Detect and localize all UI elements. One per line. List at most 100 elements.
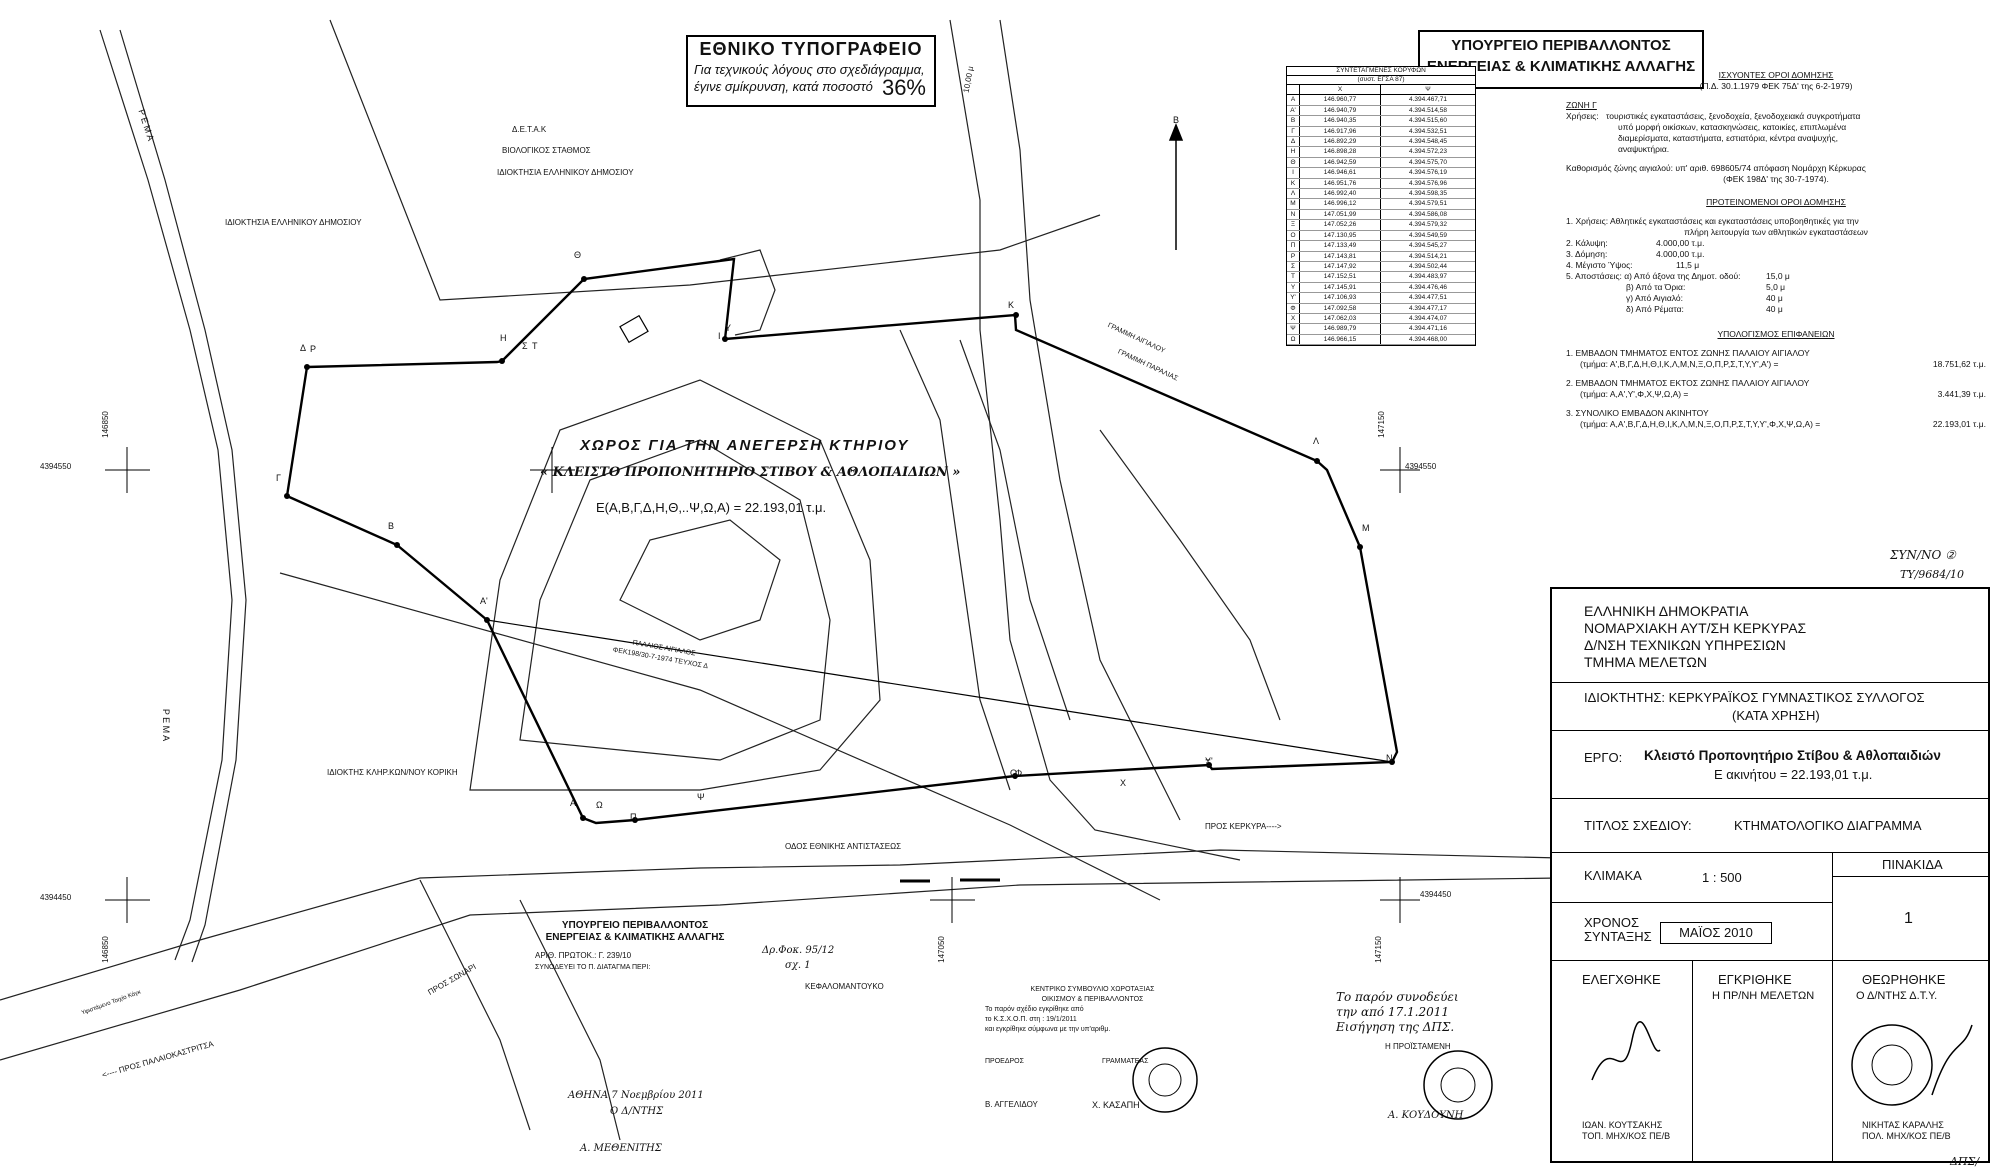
kentro-1: ΚΕΝΤΡΙΚΟ ΣΥΜΒΟΥΛΙΟ ΧΩΡΟΤΑΞΙΑΣ [1030, 986, 1155, 993]
doc-ref-1: ΣΥΝ/ΝΟ ② [1890, 548, 1956, 562]
vertex-x: 146.992,40 [1300, 189, 1381, 199]
vertex-name: N [1287, 209, 1300, 220]
road-bottom-edge [0, 877, 1561, 1061]
proposed-2: 2. Κάλυψη: [1566, 238, 1608, 248]
label-idio3: ΙΔΙΟΚΤΗΣ ΚΛΗΡ.ΚΩΝ/ΝΟΥ ΚΟΡΙΚΗ [327, 768, 458, 777]
project-label: ΕΡΓΟ: [1584, 750, 1623, 765]
vertex-y: 4.394.483,97 [1409, 273, 1447, 281]
vertex-name: K [1287, 178, 1300, 189]
drawing-label: ΤΙΤΛΟΣ ΣΧΕΔΙΟΥ: [1584, 818, 1692, 833]
vertex-name: Φ [1287, 303, 1300, 313]
vertex-label: Δ [300, 343, 307, 353]
vertex-x: 146.946,61 [1300, 168, 1381, 178]
vertex-y: 4.394.549,59 [1409, 231, 1447, 239]
vertex-name: Γ [1287, 126, 1300, 137]
vertex-name: Θ [1287, 157, 1300, 168]
proposed-3: 3. Δόμηση: [1566, 249, 1608, 259]
vertex-name: Ψ [1287, 324, 1300, 334]
ministry-stamp-bottom: ΥΠΟΥΡΓΕΙΟ ΠΕΡΙΒΑΛΛΟΝΤΟΣ ΕΝΕΡΓΕΙΑΣ & ΚΛΙΜ… [535, 920, 735, 974]
contour [1099, 429, 1281, 721]
reviewed-sub: Ο Δ/ΝΤΗΣ Δ.Τ.Υ. [1856, 990, 1938, 1002]
coord-subtitle: (συστ. ΕΓΣΑ 87) [1287, 76, 1475, 85]
vertex-y: 4.394.572,23 [1409, 148, 1447, 156]
sig3-title: ΠΟΛ. ΜΗΧ/ΚΟΣ ΠΕ/Β [1862, 1131, 1951, 1141]
athens-title: Ο Δ/ΝΤΗΣ [610, 1106, 664, 1117]
vertex-name: Ω [1287, 334, 1300, 345]
coord-header: X Ψ [1287, 85, 1475, 96]
approved-label: ΕΓΚΡΙΘΗΚΕ [1718, 972, 1792, 987]
vertex-name: P [1287, 251, 1300, 261]
area-3b: (τμήμα: Α,Α',Β,Γ,Δ,Η,Θ,Ι,Κ,Λ,Μ,Ν,Ξ,Ο,Π,Ρ… [1580, 419, 1821, 429]
kentro-3: Το παρόν σχέδιο εγκρίθηκε από [985, 1006, 1084, 1013]
coast-line [949, 19, 1241, 861]
label-c2: 4394550 [1405, 462, 1437, 471]
label-rema2: Ρ Ε Μ Α [161, 708, 172, 742]
vertex-y: 4.394.532,51 [1409, 127, 1447, 135]
proedros: ΠΡΟΕΔΡΟΣ [985, 1058, 1024, 1065]
drawing-title: ΚΤΗΜΑΤΟΛΟΓΙΚΟ ΔΙΑΓΡΑΜΜΑ [1734, 818, 1922, 833]
vertex-y: 4.394.576,19 [1409, 169, 1447, 177]
old-shoreline [279, 572, 1161, 901]
vertex-x: 147.130,95 [1300, 230, 1381, 241]
vertex-x: 146.942,59 [1300, 157, 1381, 168]
time-label-2: ΣΥΝΤΑΞΗΣ [1584, 929, 1652, 944]
signature-1 [1591, 1021, 1661, 1081]
vertex-y: 4.394.514,58 [1409, 106, 1447, 114]
org-4: ΤΜΗΜΑ ΜΕΛΕΤΩΝ [1584, 654, 1708, 670]
ministry-line2: ΕΝΕΡΓΕΙΑΣ & ΚΛΙΜΑΤΙΚΗΣ ΑΛΛΑΓΗΣ [1426, 58, 1696, 75]
vertex-label: A [570, 798, 577, 808]
vertex-y: 4.394.468,00 [1409, 335, 1447, 343]
vertex-label: Θ [574, 250, 582, 260]
ministry-bottom-2: ΕΝΕΡΓΕΙΑΣ & ΚΛΙΜΑΤΙΚΗΣ ΑΛΛΑΓΗΣ [545, 932, 725, 943]
vertex-name: Y [1287, 282, 1300, 293]
x-kasapi: Χ. ΚΑΣΑΠΗ [1092, 1100, 1140, 1110]
proposed-1b: πλήρη λειτουργία των αθλητικών εγκαταστά… [1684, 227, 1868, 237]
label-north: Β [1173, 115, 1180, 125]
area-1b: (τμήμα: Α',Β,Γ,Δ,Η,Θ,Ι,Κ,Λ,Μ,Ν,Ξ,Ο,Π,Ρ,Σ… [1580, 359, 1779, 369]
label-kerkyra: ΠΡΟΣ ΚΕΡΚΥΡΑ----> [1205, 822, 1282, 831]
label-kefalo: ΚΕΦΑΛΟΜΑΝΤΟΥΚΟ [805, 982, 884, 991]
stream-right-bank [119, 29, 247, 963]
label-c4: 4394450 [1420, 890, 1452, 899]
round-seal-icon [1132, 1047, 1198, 1113]
vertex-label: I [718, 331, 721, 341]
uses-2: υπό μορφή οικίσκων, κατασκηνώσεις, κατοι… [1618, 122, 1847, 132]
a-koudouni: Α. ΚΟΥΔΟΥΝΗ [1388, 1110, 1464, 1121]
vertex-y: 4.394.579,51 [1409, 200, 1447, 208]
label-detak: Δ.Ε.Τ.Α.Κ [512, 125, 547, 134]
uses-1: τουριστικές εγκαταστάσεις, ξενοδοχεία, ξ… [1606, 111, 1861, 121]
owner-label: ΙΔΙΟΚΤΗΤΗΣ: [1584, 690, 1665, 705]
vertex-name: H [1287, 147, 1300, 157]
vertex-y: 4.394.579,32 [1409, 221, 1447, 229]
existing-title: ΙΣΧΥΟΝΤΕΣ ΟΡΟΙ ΔΟΜΗΣΗΣ [1718, 70, 1834, 80]
building-title-2: « ΚΛΕΙΣΤΟ ΠΡΟΠΟΝΗΤΗΡΙΟ ΣΤΙΒΟΥ & ΑΘΛΟΠΑΙΔ… [540, 465, 961, 480]
fok-2: σχ. 1 [785, 960, 811, 971]
coast-line-2 [999, 19, 1181, 821]
protocol: ΑΡΙΘ. ΠΡΩΤΟΚ.: Γ. 239/10 [535, 951, 632, 960]
vertex-name: B [1287, 116, 1300, 126]
vertex-label: Ξ [1205, 758, 1211, 768]
vertex-name: A [1287, 95, 1300, 105]
scale-label: ΚΛΙΜΑΚΑ [1584, 868, 1642, 883]
label-c3: 4394450 [40, 893, 72, 902]
area-1v: 18.751,62 τ.μ. [1932, 359, 1986, 369]
vertex-x: 147.052,26 [1300, 220, 1381, 230]
vertex-x: 147.147,92 [1300, 261, 1381, 272]
proposed-4v: 11,5 μ [1676, 260, 1700, 270]
vertex-y: 4.394.471,16 [1409, 325, 1447, 333]
vertex-label: O [1010, 768, 1018, 778]
vertex-label: A' [480, 596, 488, 606]
vertex-x: 147.152,51 [1300, 272, 1381, 282]
time-value: ΜΑΪΟΣ 2010 [1660, 922, 1772, 944]
vertex-y: 4.394.576,96 [1409, 179, 1447, 187]
road-top-edge [0, 849, 1561, 1001]
